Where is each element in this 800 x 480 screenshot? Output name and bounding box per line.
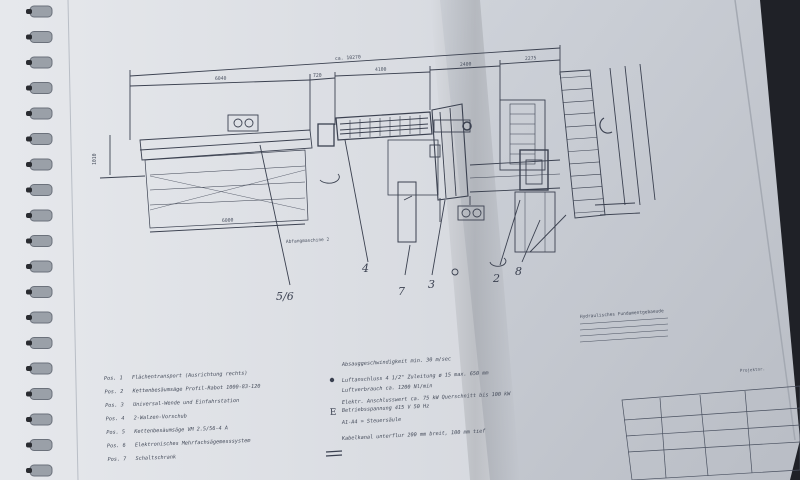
tbLabel-label: Projektnr. — [740, 366, 766, 373]
callout-numbers: 5/6 4 7 3 2 8 — [276, 262, 522, 303]
title-block — [621, 385, 800, 480]
legend-pos-4: Pos. 4 — [106, 416, 125, 423]
callout-2: 4 — [361, 262, 369, 275]
spiral-loop — [29, 464, 53, 477]
punch-hole — [26, 315, 32, 320]
punch-hole — [26, 238, 32, 244]
tech-note-3: Luftverbrauch ca. 1200 Nl/min — [342, 383, 433, 394]
spiral-loop — [29, 311, 53, 324]
annRight-label: Hydraulisches Fundamentgebaeude — [580, 308, 664, 320]
machine-layout-drawing — [99, 45, 656, 286]
spiral-loop — [29, 31, 53, 43]
spiral-loop — [29, 286, 53, 298]
spiral-loop — [29, 388, 53, 400]
punch-hole — [26, 289, 32, 295]
legend-text-5: Kettenbesäumsäge VM 2.5/56-4 A — [133, 425, 228, 435]
spiral-loop — [29, 413, 53, 426]
dimD-label: 2400 — [460, 61, 472, 68]
tech-note-5: Betriebsspannung 415 V 50 Hz — [342, 403, 430, 414]
spiral-binding — [26, 5, 53, 477]
spiral-loop — [29, 184, 53, 196]
position-legend: Pos. 1 Flächentransport (Ausrichtung rech… — [104, 371, 261, 463]
legend-pos-3: Pos. 3 — [105, 402, 124, 409]
spiral-loop — [29, 133, 53, 145]
punch-hole — [26, 468, 32, 473]
page-edge — [734, 0, 796, 441]
punch-hole — [26, 340, 32, 346]
legend-text-6: Elektronisches Mehrfachsägemesssystem — [135, 438, 251, 448]
spiral-loop — [29, 209, 53, 222]
dimE-label: 2275 — [525, 55, 537, 62]
legend-pos-1: Pos. 1 — [104, 375, 123, 382]
punch-hole — [26, 264, 32, 269]
spiral-loop — [29, 439, 53, 451]
dimA-label: 6040 — [215, 76, 227, 82]
punch-hole — [26, 85, 32, 91]
legend-text-3: Universal-Wende und Einfahrstation — [133, 398, 239, 408]
legend-symbols: E — [325, 377, 343, 457]
title-block-text: Projektnr. — [740, 366, 766, 373]
spiral-loop — [29, 107, 53, 120]
callout-6: 8 — [515, 265, 522, 278]
punch-hole — [26, 111, 32, 116]
punch-hole — [26, 187, 32, 193]
margin-line — [67, 0, 79, 480]
spiral-loop — [29, 5, 53, 18]
callout-1: 5/6 — [276, 290, 294, 303]
punch-hole — [26, 34, 32, 40]
dimB-label: 720 — [313, 73, 322, 79]
callout-5: 2 — [492, 272, 500, 285]
spiral-loop — [29, 235, 53, 247]
spiral-loop — [29, 158, 53, 171]
punch-hole — [26, 417, 32, 422]
callout-3: 7 — [398, 285, 405, 298]
legend-pos-6: Pos. 6 — [107, 443, 126, 450]
punch-hole — [26, 391, 32, 397]
legend-text-7: Schaltschrank — [135, 454, 177, 462]
legend-pos-5: Pos. 5 — [106, 429, 125, 436]
left-page — [0, 0, 505, 480]
punch-hole — [26, 60, 32, 65]
legend-pos-2: Pos. 2 — [104, 389, 123, 396]
tech-note-1: Absauggeschwindigkeit min. 30 m/sec — [341, 356, 451, 368]
legend-pos-7: Pos. 7 — [107, 456, 127, 463]
spiral-loop — [29, 260, 53, 273]
punch-hole — [26, 136, 32, 142]
punch-hole — [26, 213, 32, 218]
legend-text-2: Kettenbesäumsäge Profil-Rabot 1000-83-12… — [131, 384, 260, 395]
spiral-loop — [29, 56, 53, 69]
spiral-loop — [29, 82, 53, 94]
punch-hole — [26, 9, 32, 14]
symE-label: E — [330, 408, 337, 418]
punch-hole — [26, 442, 32, 448]
spec-lines — [579, 317, 669, 343]
punch-hole — [26, 366, 32, 371]
dimension-labels: ca. 10270 6040 720 4100 2400 2275 6000 1… — [92, 54, 537, 224]
annLeft-label: Abfangmaschine 2 — [286, 237, 330, 245]
legend-text-1: Flächentransport (Ausrichtung rechts) — [132, 371, 248, 381]
drawing-annotations: Abfangmaschine 2 Hydraulisches Fundament… — [286, 237, 664, 320]
dimLeft-label: 1010 — [92, 153, 98, 165]
right-page — [440, 0, 800, 480]
legend-text-4: 2-Walzen-Vorschub — [134, 413, 187, 421]
dimC-label: 4100 — [375, 67, 387, 73]
tech-note-6: A1-A4 = Steuersäule — [341, 417, 402, 426]
spiral-loop — [29, 362, 53, 375]
punch-hole — [26, 162, 32, 167]
dimLower-label: 6000 — [222, 217, 234, 224]
dimOverall-label: ca. 10270 — [335, 54, 361, 62]
callout-4: 3 — [428, 278, 435, 291]
spiral-loop — [29, 337, 53, 349]
